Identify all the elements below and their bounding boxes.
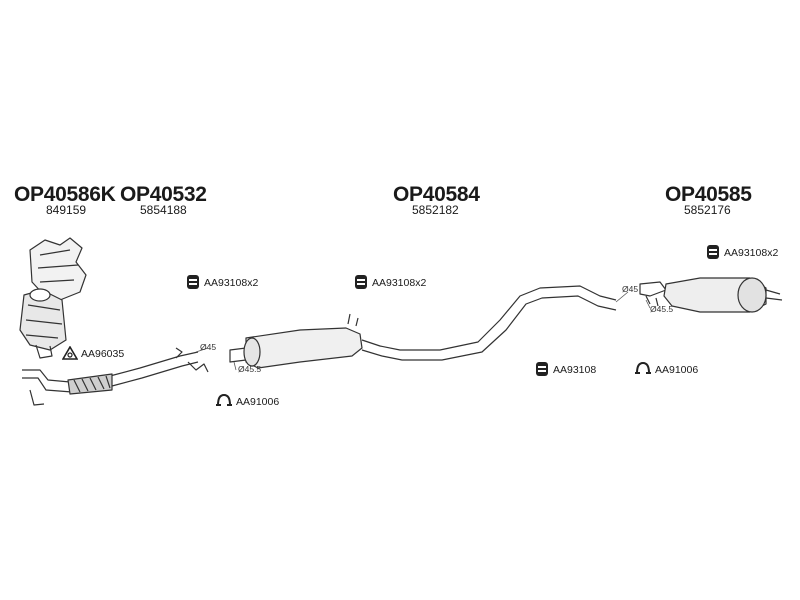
part-code-2: OP40532 — [120, 183, 207, 206]
accessory-label-6: AA91006 — [236, 396, 280, 408]
rubber-mount-icon — [355, 275, 367, 289]
front-pipe — [22, 347, 209, 406]
accessory-label-5: AA96035 — [81, 348, 125, 360]
part-code-3: OP40584 — [393, 183, 480, 206]
part-number-1: 849159 — [46, 203, 87, 217]
clamp-ring-icon — [216, 393, 232, 406]
dimension-label-3: Ø45 — [622, 284, 639, 294]
middle-silencer — [229, 285, 617, 369]
clamp-ring-icon — [635, 361, 651, 374]
rubber-mount-icon — [707, 245, 719, 259]
accessory-label-7: AA91006 — [655, 364, 699, 376]
rubber-mount-icon — [536, 362, 548, 376]
dimension-label-4: Ø45.5 — [650, 304, 674, 314]
part-number-3: 5852182 — [412, 203, 459, 217]
gasket-icon — [62, 346, 78, 360]
dimension-label-1: Ø45 — [200, 342, 217, 352]
accessory-label-2: AA93108x2 — [372, 277, 427, 289]
exhaust-manifold-catalyst — [19, 237, 87, 359]
accessory-label-4: AA93108 — [553, 364, 597, 376]
part-code-4: OP40585 — [665, 183, 752, 206]
part-number-4: 5852176 — [684, 203, 731, 217]
accessory-label-3: AA93108x2 — [724, 247, 779, 259]
dimension-label-2: Ø45.5 — [238, 364, 262, 374]
rear-silencer — [639, 277, 783, 313]
accessory-label-1: AA93108x2 — [204, 277, 259, 289]
part-number-2: 5854188 — [140, 203, 187, 217]
part-code-1: OP40586K — [14, 183, 116, 206]
rubber-mount-icon — [187, 275, 199, 289]
